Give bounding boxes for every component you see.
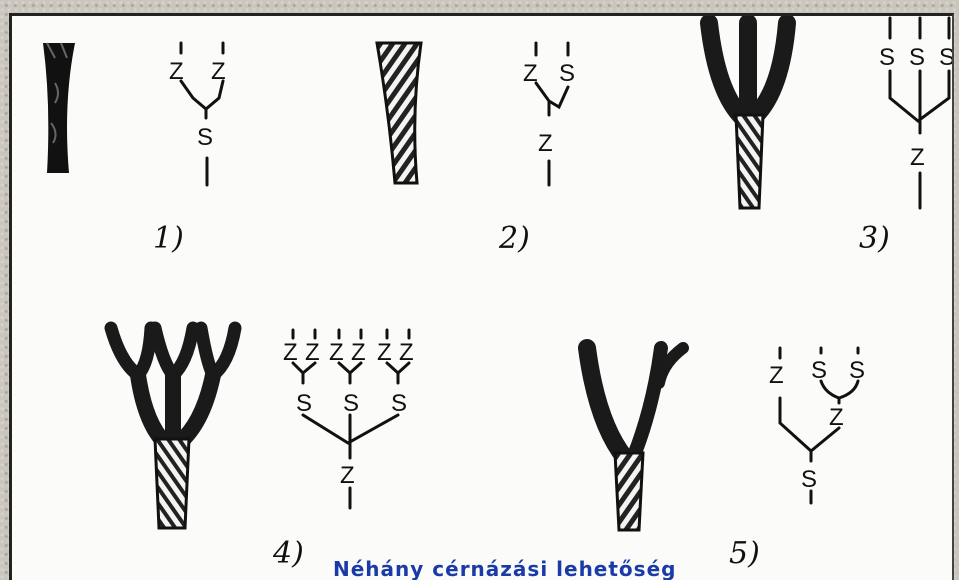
twist-scheme-3: S S S Z <box>879 18 954 208</box>
yarn-drawing-3 <box>709 23 787 208</box>
twist-scheme-4: Z Z Z Z Z Z S S S Z <box>283 330 414 508</box>
ply-4-input-1: Z <box>283 339 298 366</box>
ply-4-input-6: Z <box>399 339 414 366</box>
ply-2-input-2: S <box>559 60 575 87</box>
ply-4-middle-2: S <box>343 390 359 417</box>
ply-3-input-1: S <box>879 44 895 71</box>
ply-5-input-3: S <box>849 357 865 384</box>
ply-2-input-1: Z <box>523 60 538 87</box>
ply-5-input-1: Z <box>769 362 784 389</box>
ply-5-output: S <box>801 466 817 493</box>
ply-3-input-2: S <box>909 44 925 71</box>
figure-3-label: 3) <box>859 221 890 256</box>
diagram-caption: Néhány cérnázási lehetőség <box>333 557 676 580</box>
ply-4-input-2: Z <box>305 339 320 366</box>
figure-4: Z Z Z Z Z Z S S S Z 4) <box>111 328 414 571</box>
twisting-diagram: Z Z S 1) Z S Z 2) <box>12 16 954 580</box>
twist-scheme-5: Z S S Z S <box>769 348 865 503</box>
ply-4-input-5: Z <box>377 339 392 366</box>
ply-4-output: Z <box>340 462 355 489</box>
figure-2-label: 2) <box>498 221 530 256</box>
yarn-drawing-4 <box>111 328 235 528</box>
twist-scheme-1: Z Z S <box>169 43 226 185</box>
ply-4-input-3: Z <box>329 339 344 366</box>
figure-5: Z S S Z S 5) <box>587 348 865 571</box>
figure-4-label: 4) <box>272 536 304 571</box>
ply-4-middle-1: S <box>296 390 312 417</box>
yarn-drawing-1 <box>43 43 75 173</box>
figure-1: Z Z S 1) <box>43 43 226 256</box>
ply-1-input-1: Z <box>169 58 184 85</box>
ply-5-input-2: S <box>811 357 827 384</box>
ply-1-input-2: Z <box>211 58 226 85</box>
ply-2-output: Z <box>538 130 553 157</box>
ply-4-middle-3: S <box>391 390 407 417</box>
ply-5-middle-1: Z <box>829 404 844 431</box>
diagram-panel: Z Z S 1) Z S Z 2) <box>9 13 954 580</box>
ply-3-output: Z <box>910 144 925 171</box>
yarn-drawing-2 <box>377 43 421 183</box>
figure-5-label: 5) <box>729 536 760 571</box>
figure-1-label: 1) <box>153 221 184 256</box>
yarn-drawing-5 <box>587 348 683 530</box>
ply-4-input-4: Z <box>351 339 366 366</box>
ply-1-output: S <box>197 124 213 151</box>
twist-scheme-2: Z S Z <box>523 43 575 185</box>
figure-3: S S S Z 3) <box>709 18 954 256</box>
figure-2: Z S Z 2) <box>377 43 575 256</box>
ply-3-input-3: S <box>939 44 954 71</box>
